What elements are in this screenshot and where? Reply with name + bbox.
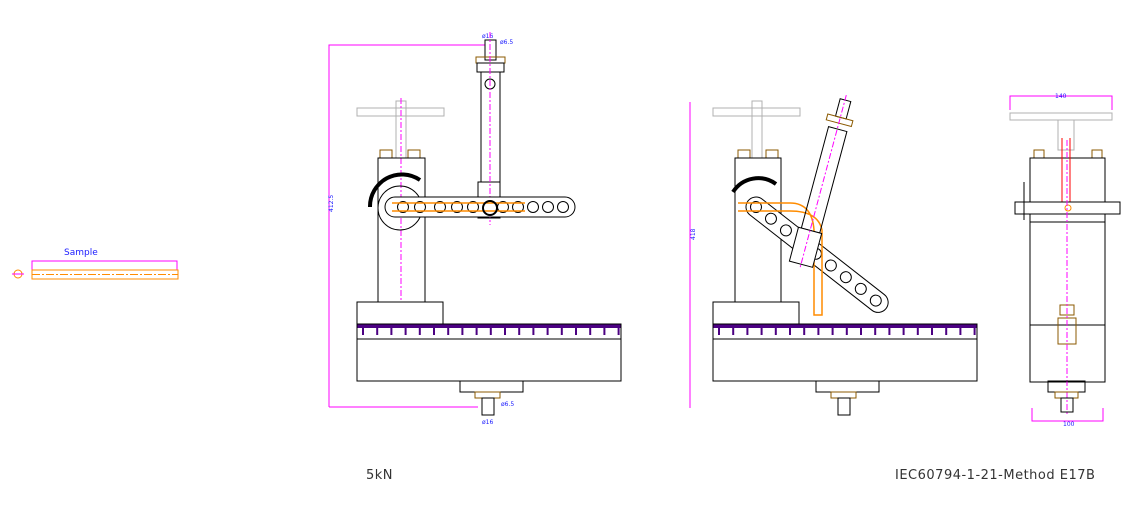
bottom-nut	[474, 391, 501, 399]
bent-sample	[738, 202, 823, 316]
column-bolt	[765, 149, 779, 159]
top-hole-diameter: ø6.5	[500, 39, 513, 46]
t-handle	[712, 107, 801, 117]
arm-pivot	[482, 200, 498, 216]
column-bolt	[379, 149, 393, 159]
top-pin-diameter: ø16	[482, 33, 493, 40]
sample-section	[1064, 204, 1072, 212]
bent-view: 418	[689, 95, 978, 416]
arm-hole	[527, 201, 539, 213]
side-view: 140 100	[1009, 93, 1121, 428]
front-view: 412.5 ø16 ø6.5 ø16 ø6.5	[328, 32, 622, 426]
sample-label: Sample	[64, 248, 98, 258]
arm-hole	[434, 201, 446, 213]
column-bolt	[407, 149, 421, 159]
arm-hole	[512, 201, 524, 213]
base-block	[712, 323, 978, 382]
bottom-nut	[830, 391, 857, 399]
bottom-width-dimension: 100	[1063, 421, 1075, 428]
arm-hole	[451, 201, 463, 213]
top-width-dimension-line	[1009, 95, 1113, 110]
arm-hole	[397, 201, 409, 213]
base-block	[356, 323, 622, 382]
ruler-strip	[357, 324, 621, 328]
arm-hole	[839, 271, 852, 284]
t-handle	[1009, 112, 1113, 121]
sample-in-fixture	[392, 202, 525, 212]
bottom-hole-diameter: ø6.5	[501, 401, 514, 408]
arm-hole	[467, 201, 479, 213]
side-view-caption: IEC60794-1-21-Method E17B	[895, 468, 1096, 483]
arm-hole	[764, 212, 777, 225]
bottom-pin	[481, 397, 495, 416]
base-plate	[712, 301, 800, 326]
t-handle-stem	[751, 100, 763, 159]
front-view-caption: 5kN	[366, 468, 394, 483]
protractor-icon	[731, 176, 778, 194]
lever-arm	[384, 196, 576, 218]
bottom-pin	[1060, 397, 1074, 413]
load-cell-tilted	[788, 95, 854, 270]
bottom-block	[459, 380, 524, 393]
arm-hole	[824, 259, 837, 272]
height-dimension-line	[328, 44, 485, 407]
column-bolt	[1033, 149, 1045, 159]
sample-dimension-line	[31, 260, 178, 270]
ruler-strip	[713, 324, 977, 328]
protractor-icon	[367, 172, 422, 208]
arm-hole	[869, 294, 882, 307]
bottom-pin	[837, 397, 851, 416]
arm-hole	[779, 224, 792, 237]
bottom-width-dimension-line	[1031, 408, 1104, 422]
t-handle-stem	[1057, 119, 1075, 151]
height-dimension: 418	[690, 228, 697, 240]
height-dimension: 412.5	[328, 195, 335, 212]
arm-hole	[414, 201, 426, 213]
arm-hole	[557, 201, 569, 213]
bottom-pin-diameter: ø16	[482, 419, 493, 426]
rod-centerline	[799, 95, 847, 270]
arm-hole	[854, 282, 867, 295]
sample-view: Sample	[12, 248, 179, 280]
column-bolt	[1091, 149, 1103, 159]
bottom-block	[815, 380, 880, 393]
column-bolt	[737, 149, 751, 159]
arm-hole	[542, 201, 554, 213]
top-width-dimension: 140	[1055, 93, 1067, 100]
base-plate	[356, 301, 444, 326]
